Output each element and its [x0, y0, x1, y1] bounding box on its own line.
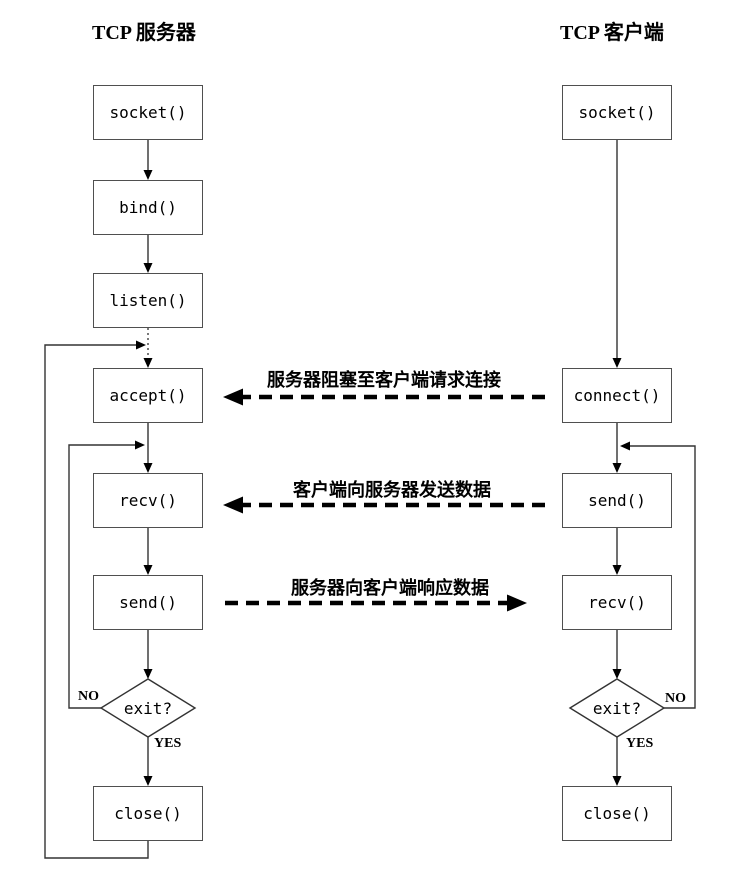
client-yes-label: YES	[626, 736, 654, 751]
server-outer-loop-line	[44, 344, 149, 859]
client-close-box: close()	[562, 786, 672, 841]
msg-client-send-label: 客户端向服务器发送数据	[293, 480, 491, 500]
arrowhead-server-outer-loop	[136, 340, 146, 350]
server-no-label: NO	[78, 689, 99, 704]
arrowhead-client-exit	[612, 669, 622, 679]
client-send-box: send()	[562, 473, 672, 528]
server-accept-box: accept()	[93, 368, 203, 423]
arrowhead-server-send	[143, 565, 153, 575]
server-recv-box: recv()	[93, 473, 203, 528]
server-no-loop-line	[68, 444, 135, 709]
server-close-box: close()	[93, 786, 203, 841]
arrowhead-client-close	[612, 776, 622, 786]
client-exit-diamond	[568, 678, 666, 738]
client-column-title: TCP 客户端	[560, 22, 664, 44]
client-exit-label: exit?	[592, 699, 642, 718]
server-socket-box: socket()	[93, 85, 203, 140]
client-no-label: NO	[665, 691, 686, 706]
arrowhead-server-bind	[143, 170, 153, 180]
arrowhead-client-send	[612, 463, 622, 473]
arrowhead-msg-blocking-left	[223, 388, 243, 406]
arrowhead-server-close	[143, 776, 153, 786]
arrowhead-server-listen	[143, 263, 153, 273]
client-connect-box: connect()	[562, 368, 672, 423]
client-no-loop-line	[630, 445, 696, 709]
arrowhead-client-connect	[612, 358, 622, 368]
client-recv-box: recv()	[562, 575, 672, 630]
client-socket-box: socket()	[562, 85, 672, 140]
arrowhead-msg-client-send-left	[223, 496, 243, 514]
arrowhead-msg-server-response-right	[507, 594, 527, 612]
arrowhead-server-accept	[143, 358, 153, 368]
arrowhead-client-recv	[612, 565, 622, 575]
arrowhead-server-recv	[143, 463, 153, 473]
arrowhead-server-exit	[143, 669, 153, 679]
server-bind-box: bind()	[93, 180, 203, 235]
server-exit-label: exit?	[123, 699, 173, 718]
msg-server-response-label: 服务器向客户端响应数据	[291, 578, 489, 598]
server-yes-label: YES	[154, 736, 182, 751]
msg-blocking-label: 服务器阻塞至客户端请求连接	[267, 370, 501, 390]
server-exit-diamond	[99, 678, 197, 738]
server-listen-box: listen()	[93, 273, 203, 328]
server-send-box: send()	[93, 575, 203, 630]
arrowhead-server-no-loop	[135, 440, 145, 450]
server-column-title: TCP 服务器	[92, 22, 196, 44]
arrowhead-client-no-loop	[620, 441, 630, 451]
